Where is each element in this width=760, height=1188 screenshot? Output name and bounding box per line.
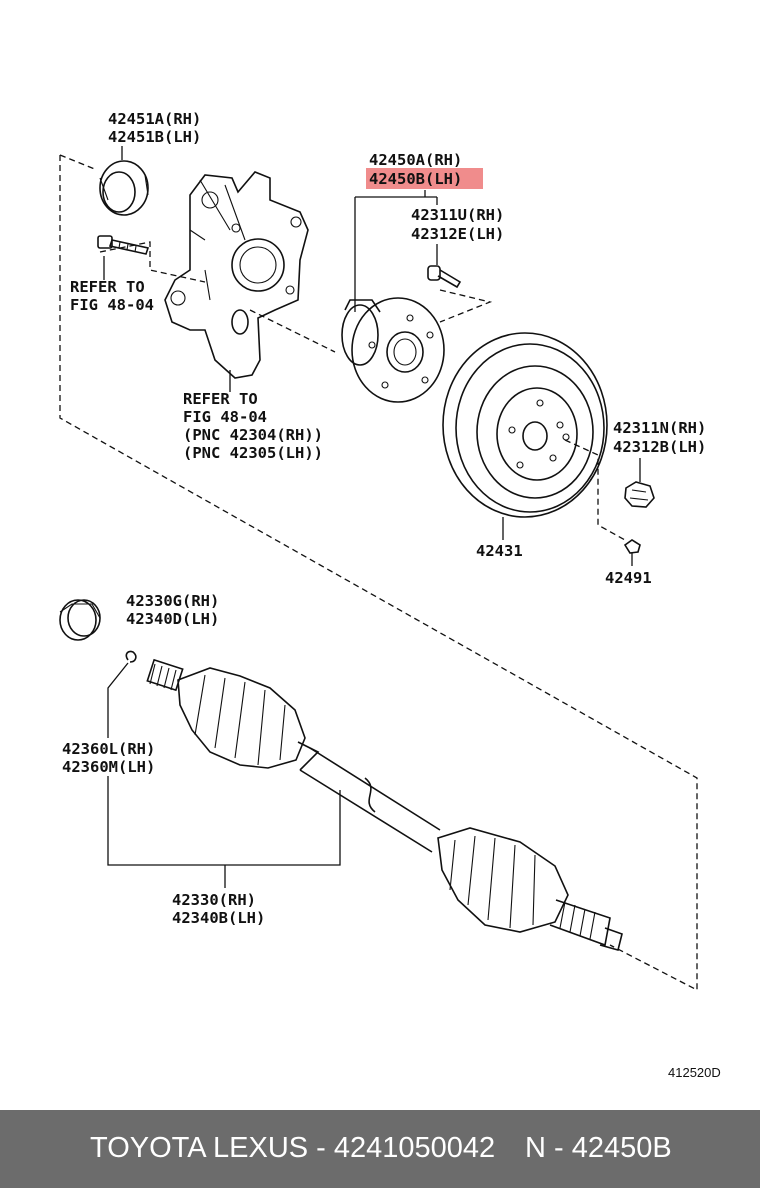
highlight-42450B — [366, 168, 483, 189]
steering-knuckle — [164, 171, 309, 379]
label-refer-1b: FIG 48-04 — [70, 296, 154, 314]
footer-bar: TOYOTA LEXUS - 4241050042 N - 42450B — [0, 1110, 760, 1188]
parts-diagram: 42451A(RH) 42451B(LH) REFER TO FIG 48-04… — [59, 110, 721, 1080]
label-42431: 42431 — [476, 542, 523, 560]
brake-disc-42431 — [442, 332, 608, 518]
label-42360M: 42360M(LH) — [62, 758, 155, 776]
label-42450B: 42450B(LH) — [369, 170, 462, 188]
label-42340D: 42340D(LH) — [126, 610, 219, 628]
label-42330G: 42330G(RH) — [126, 592, 219, 610]
label-42340B: 42340B(LH) — [172, 909, 265, 927]
label-42360L: 42360L(RH) — [62, 740, 155, 758]
label-pnc-lh: (PNC 42305(LH)) — [183, 444, 323, 462]
label-42451A: 42451A(RH) — [108, 110, 201, 128]
seal-ring-42451 — [99, 160, 149, 216]
screw-42491 — [623, 539, 641, 554]
label-42312E: 42312E(LH) — [411, 225, 504, 243]
knuckle-bolt — [97, 235, 150, 255]
label-42330: 42330(RH) — [172, 891, 256, 909]
label-refer-2a: REFER TO — [183, 390, 258, 408]
hub-bearing-assembly — [341, 297, 445, 403]
label-42311N: 42311N(RH) — [613, 419, 706, 437]
diagram-code: 412520D — [668, 1065, 721, 1080]
snap-ring-42360 — [125, 650, 137, 663]
label-refer-1a: REFER TO — [70, 278, 145, 296]
label-42312B: 42312B(LH) — [613, 438, 706, 456]
footer-reference: N - 42450B — [525, 1132, 672, 1164]
drive-shaft-42330 — [146, 658, 623, 951]
footer-part-number: TOYOTA LEXUS - 4241050042 — [90, 1132, 496, 1164]
label-pnc-rh: (PNC 42304(RH)) — [183, 426, 323, 444]
dust-deflector-42330G — [59, 599, 101, 641]
hub-bolt-42311 — [427, 265, 462, 289]
label-42451B: 42451B(LH) — [108, 128, 201, 146]
label-42450A: 42450A(RH) — [369, 151, 462, 169]
hub-nut-42311N — [624, 481, 655, 508]
label-42311U: 42311U(RH) — [411, 206, 504, 224]
label-refer-2b: FIG 48-04 — [183, 408, 267, 426]
label-42491: 42491 — [605, 569, 652, 587]
assembly-boundary — [59, 154, 698, 992]
